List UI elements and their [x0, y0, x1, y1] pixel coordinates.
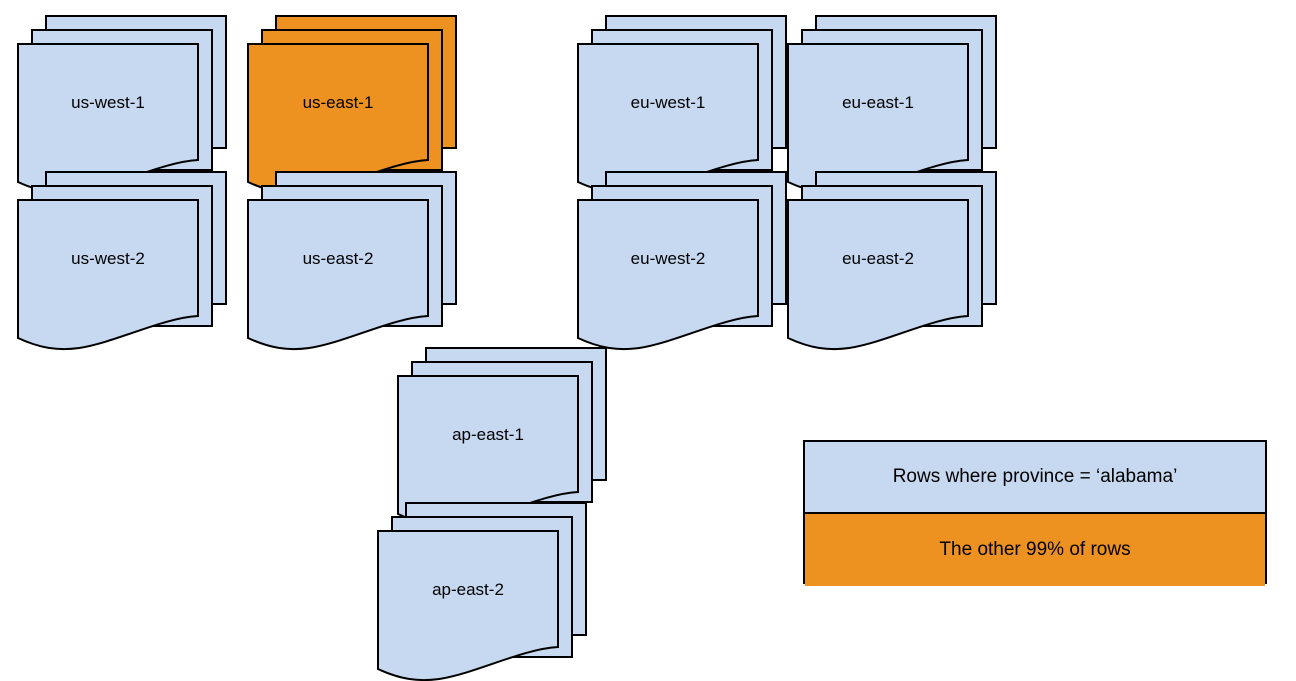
sheet-front: [247, 199, 429, 351]
legend-item-label: The other 99% of rows: [939, 539, 1131, 560]
region-stack-us-west-1[interactable]: us-west-1: [17, 15, 227, 195]
stack-graphic: [377, 502, 587, 681]
stack-graphic: [17, 171, 227, 351]
legend-item-label: Rows where province = ‘alabama’: [892, 466, 1178, 487]
stack-graphic: [787, 171, 997, 351]
sheet-front: [787, 199, 969, 351]
region-stack-eu-west-1[interactable]: eu-west-1: [577, 15, 787, 195]
legend-item-other-rows: The other 99% of rows: [805, 514, 1265, 586]
region-stack-us-east-2[interactable]: us-east-2: [247, 171, 457, 351]
sheet-front: [17, 199, 199, 351]
region-stack-us-east-1[interactable]: us-east-1: [247, 15, 457, 195]
region-stack-eu-west-2[interactable]: eu-west-2: [577, 171, 787, 351]
region-stack-eu-east-1[interactable]: eu-east-1: [787, 15, 997, 195]
legend: Rows where province = ‘alabama’ The other…: [803, 440, 1267, 586]
stack-graphic: [397, 347, 607, 527]
region-stack-eu-east-2[interactable]: eu-east-2: [787, 171, 997, 351]
stack-graphic: [577, 171, 787, 351]
sheet-front: [577, 199, 759, 351]
stack-graphic: [577, 15, 787, 195]
stack-graphic: [787, 15, 997, 195]
sheet-front: [377, 530, 559, 681]
stack-graphic: [247, 15, 457, 195]
region-stack-ap-east-1[interactable]: ap-east-1: [397, 347, 607, 527]
region-stack-us-west-2[interactable]: us-west-2: [17, 171, 227, 351]
stack-graphic: [17, 15, 227, 195]
stack-graphic: [247, 171, 457, 351]
region-stack-ap-east-2[interactable]: ap-east-2: [377, 502, 587, 681]
legend-item-alabama-rows: Rows where province = ‘alabama’: [805, 442, 1265, 514]
